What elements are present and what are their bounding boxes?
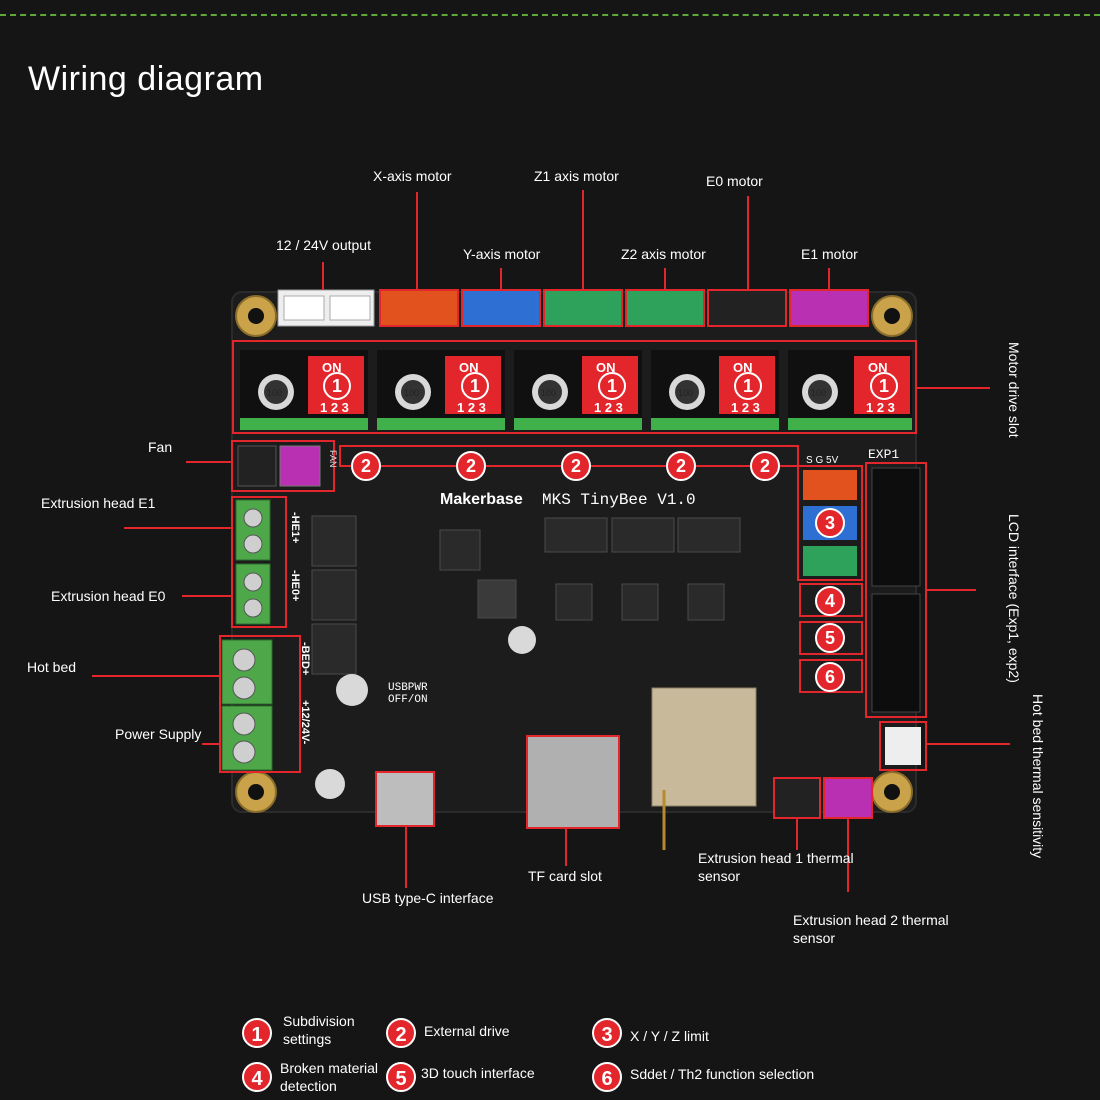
legend-text-3: X / Y / Z limit xyxy=(630,1028,709,1044)
fan-label: Fan xyxy=(148,439,173,455)
driver-on-label: ON xyxy=(733,360,753,375)
callout-5: 5 xyxy=(825,628,835,648)
function-select-frame xyxy=(799,659,863,693)
wifi-module xyxy=(651,687,757,807)
extruder-terminals-frame xyxy=(231,496,287,628)
fan-frame xyxy=(231,440,335,492)
hot-bed-label: Hot bed xyxy=(27,659,77,675)
capacitor-label: 100 xyxy=(678,388,693,398)
callout-1: 1 xyxy=(743,376,753,396)
legend-num-1: 1 xyxy=(242,1018,272,1048)
legend-text-5: 3D touch interface xyxy=(421,1065,535,1081)
callout-1: 1 xyxy=(607,376,617,396)
legend-text-4: Broken material detection xyxy=(280,1060,379,1094)
model-label: MKS TinyBee V1.0 xyxy=(542,491,696,509)
power-terminals-frame xyxy=(219,635,301,773)
driver-dip-label: 1 2 3 xyxy=(731,400,760,415)
callout-2: 2 xyxy=(760,456,770,476)
callout-4: 4 xyxy=(825,591,835,611)
filament-detect-frame xyxy=(799,583,863,617)
legend-text-6: Sddet / Th2 function selection xyxy=(630,1066,815,1082)
extrusion-head-1-thermal-label: Extrusion head 1 thermal sensor xyxy=(698,850,854,884)
output-12-24v-label: 12 / 24V output xyxy=(276,237,371,253)
he0-silk: -HE0+ xyxy=(289,570,301,602)
tf-card-port xyxy=(526,735,620,829)
legend-text-1: Subdivision settings xyxy=(283,1013,355,1047)
pwr-silk: +12/24V- xyxy=(299,700,311,745)
z1-axis-motor-label: Z1 axis motor xyxy=(534,168,619,184)
leader-lines xyxy=(92,190,1010,892)
x-axis-motor-label: X-axis motor xyxy=(373,168,452,184)
legend-num-4: 4 xyxy=(242,1062,272,1092)
he1-silk: -HE1+ xyxy=(289,512,301,544)
hot-bed-thermal-label: Hot bed thermal sensitivity xyxy=(1030,694,1046,859)
lcd-interface-label: LCD interface (Exp1, exp2) xyxy=(1006,514,1022,683)
capacitor-mid xyxy=(508,626,536,654)
extrusion-head-2-thermal-label: Extrusion head 2 thermal sensor xyxy=(793,912,949,946)
usb-c-port xyxy=(375,771,435,827)
thermal-2-port xyxy=(823,777,873,819)
capacitor-left xyxy=(336,674,368,706)
page-title: Wiring diagram xyxy=(28,60,264,98)
callout-2: 2 xyxy=(676,456,686,476)
callout-2: 2 xyxy=(571,456,581,476)
driver-dip-label: 1 2 3 xyxy=(594,400,623,415)
usb-type-c-label: USB type-C interface xyxy=(362,890,494,906)
exp1-silk: EXP1 xyxy=(868,447,899,462)
driver-on-label: ON xyxy=(459,360,479,375)
tf-card-slot-label: TF card slot xyxy=(528,868,602,884)
y-axis-motor-label: Y-axis motor xyxy=(463,246,541,262)
bed-silk: -BED+ xyxy=(299,642,311,675)
legend-num-3: 3 xyxy=(592,1018,622,1048)
driver-modules xyxy=(240,350,912,430)
legend-text-2: External drive xyxy=(424,1023,510,1039)
capacitor-label: 100 xyxy=(541,388,556,398)
capacitor-label: 100 xyxy=(404,388,419,398)
callout-1: 1 xyxy=(879,376,889,396)
thermal-1-port xyxy=(773,777,821,819)
usbpwr-label: USBPWR xyxy=(388,682,428,694)
legend-num-2: 2 xyxy=(386,1018,416,1048)
driver-on-label: ON xyxy=(596,360,616,375)
fan-silk: FAN xyxy=(328,450,338,468)
extrusion-head-e1-label: Extrusion head E1 xyxy=(41,495,156,511)
power-supply-label: Power Supply xyxy=(115,726,202,742)
driver-dip-label: 1 2 3 xyxy=(866,400,895,415)
callout-3: 3 xyxy=(825,513,835,533)
capacitor-label: 100 xyxy=(811,388,826,398)
extrusion-head-e0-label: Extrusion head E0 xyxy=(51,588,166,604)
e0-motor-label: E0 motor xyxy=(706,173,763,189)
callout-1: 1 xyxy=(332,376,342,396)
brand-label: Makerbase xyxy=(440,491,523,508)
driver-on-label: ON xyxy=(868,360,888,375)
driver-dip-label: 1 2 3 xyxy=(320,400,349,415)
capacitor-label: 100 xyxy=(267,388,282,398)
callout-2: 2 xyxy=(466,456,476,476)
motor-drive-slot-label: Motor drive slot xyxy=(1006,342,1022,438)
callout-1-group xyxy=(323,372,898,400)
legend-num-5: 5 xyxy=(386,1062,416,1092)
callout-6: 6 xyxy=(825,667,835,687)
capacitor-bottom xyxy=(315,769,345,799)
limit-frame xyxy=(797,465,863,581)
sg5v-label: S G 5V xyxy=(806,455,839,466)
callout-1: 1 xyxy=(470,376,480,396)
z2-axis-motor-label: Z2 axis motor xyxy=(621,246,706,262)
hotbed-thermal-frame xyxy=(879,721,927,771)
top-dashed-line xyxy=(0,14,1100,16)
driver-on-label: ON xyxy=(322,360,342,375)
bltouch-frame xyxy=(799,621,863,655)
offon-label: OFF/ON xyxy=(388,694,428,706)
legend-num-6: 6 xyxy=(592,1062,622,1092)
callout-2: 2 xyxy=(361,456,371,476)
top-connectors xyxy=(277,289,869,327)
e1-motor-label: E1 motor xyxy=(801,246,858,262)
driver-dip-label: 1 2 3 xyxy=(457,400,486,415)
